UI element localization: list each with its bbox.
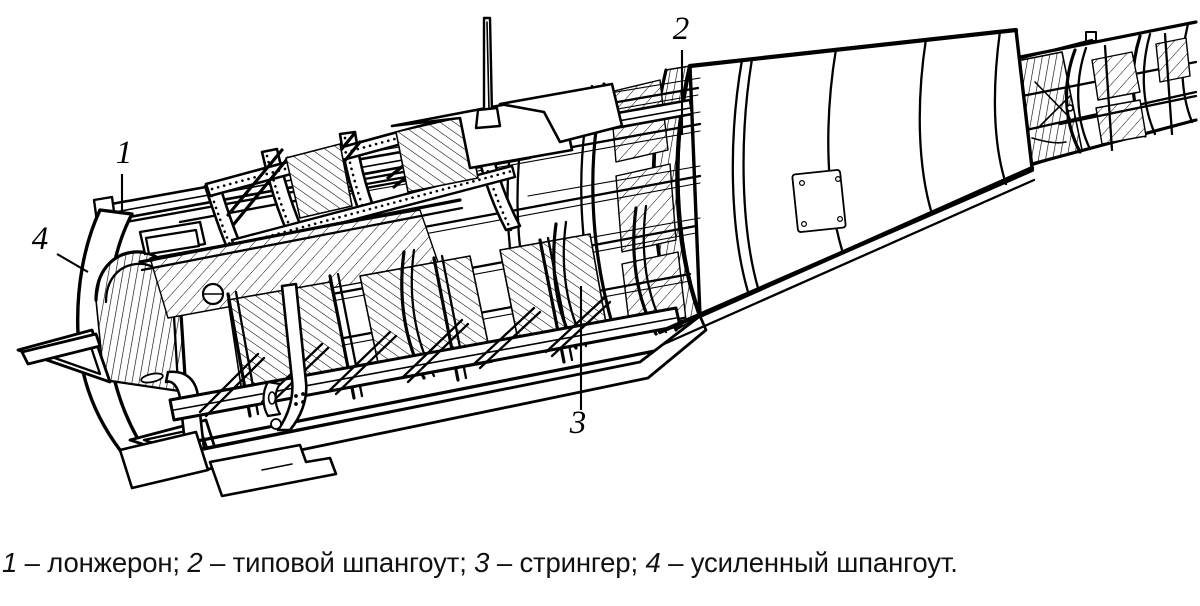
caption-term: типовой шпангоут bbox=[232, 547, 460, 578]
callout-4-leader bbox=[56, 253, 89, 273]
fuselage-structure-illustration: 1 2 3 4 bbox=[16, 11, 1198, 498]
fuselage-bottom-edge bbox=[657, 167, 1036, 346]
callout-1-number: 1 bbox=[116, 135, 133, 171]
caption-dash: – bbox=[202, 547, 233, 578]
caption-number: 3 bbox=[474, 547, 490, 578]
caption-separator: ; bbox=[630, 547, 646, 578]
callout-3: 3 bbox=[569, 286, 587, 441]
callout-1: 1 bbox=[116, 135, 133, 213]
caption-separator: ; bbox=[459, 547, 475, 578]
caption-dash: – bbox=[17, 547, 48, 578]
caption-dash: – bbox=[660, 547, 691, 578]
caption-separator: ; bbox=[172, 547, 188, 578]
caption-term: стрингер bbox=[519, 547, 631, 578]
antenna-mast bbox=[474, 16, 502, 130]
callout-layer: 1 2 3 4 bbox=[32, 11, 690, 441]
callout-4: 4 bbox=[32, 221, 89, 273]
caption-dash: – bbox=[489, 547, 520, 578]
cockpit-frame-hoops bbox=[203, 82, 624, 284]
figure-caption-text: 1 – лонжерон; 2 – типовой шпангоут; 3 – … bbox=[2, 546, 958, 580]
caption-term: лонжерон bbox=[47, 547, 173, 578]
callout-2-number: 2 bbox=[673, 11, 690, 47]
callout-2: 2 bbox=[673, 11, 690, 135]
callout-3-number: 3 bbox=[569, 405, 587, 441]
caption-separator: . bbox=[950, 547, 958, 578]
forward-deck-panels bbox=[138, 198, 464, 319]
caption-number: 2 bbox=[187, 547, 203, 578]
typical-frame-ring bbox=[506, 63, 703, 336]
caption-term: усиленный шпангоут bbox=[690, 547, 951, 578]
callout-4-number: 4 bbox=[32, 221, 49, 257]
caption-number: 1 bbox=[2, 547, 18, 578]
figure-caption: 1 – лонжерон; 2 – типовой шпангоут; 3 – … bbox=[0, 520, 1200, 606]
caption-number: 4 bbox=[645, 547, 661, 578]
lower-truss-bracing bbox=[118, 282, 708, 498]
access-panel bbox=[791, 169, 847, 233]
